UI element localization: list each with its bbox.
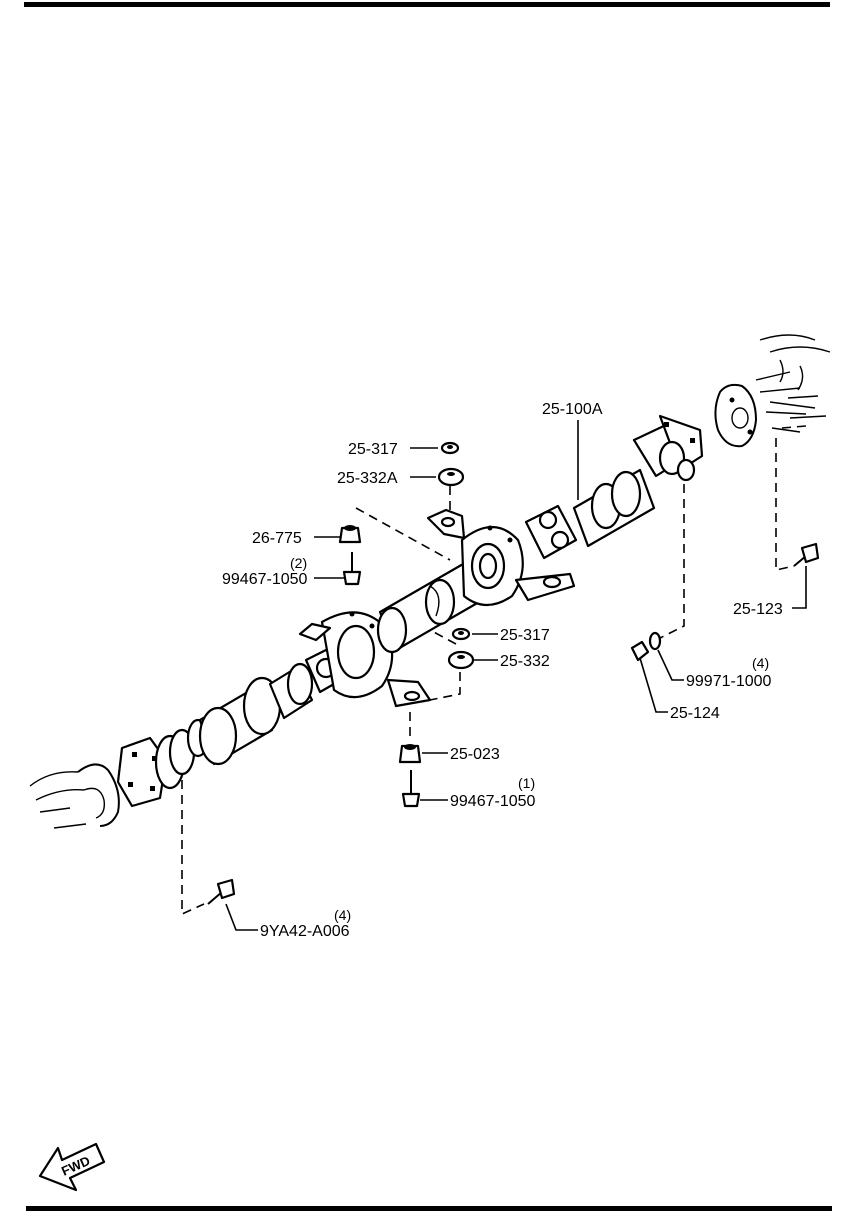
label-25-124: 25-124: [670, 705, 720, 722]
nut-25-124: [630, 640, 650, 662]
bolt-99467-1050-top: [342, 552, 362, 586]
label-25-317-top: 25-317: [348, 441, 398, 458]
label-25-100A: 25-100A: [542, 401, 603, 418]
leader-lines: [225, 420, 807, 931]
qty-9YA42-A006: (4): [334, 907, 351, 923]
bolt-99467-1050-bottom: [401, 770, 421, 808]
label-25-317-mid: 25-317: [500, 627, 550, 644]
label-25-123: 25-123: [733, 601, 783, 618]
label-9YA42-A006: 9YA42-A006: [260, 923, 350, 940]
label-25-332A: 25-332A: [337, 470, 398, 487]
nut-25-317-mid: [451, 627, 471, 641]
qty-99467-1050-bottom: (1): [518, 775, 535, 791]
qty-99971-1000: (4): [752, 655, 769, 671]
washer-25-332: [447, 650, 475, 670]
alignment-lines: [181, 425, 807, 916]
differential-outline: [714, 334, 831, 448]
bottom-border-rule: [26, 1206, 832, 1211]
nut-25-023: [398, 744, 422, 764]
transmission-outline: [29, 763, 120, 829]
fwd-direction-arrow: FWD: [38, 1142, 106, 1192]
qty-99467-1050-top: (2): [290, 555, 307, 571]
nut-26-775: [338, 525, 362, 544]
label-99467-1050-top: 99467-1050: [222, 571, 308, 588]
bolt-9YA42-A006: [207, 878, 236, 905]
label-25-023: 25-023: [450, 746, 500, 763]
propeller-shaft-assembly: [116, 414, 704, 808]
label-25-332: 25-332: [500, 653, 550, 670]
label-99971-1000: 99971-1000: [686, 673, 772, 690]
bolt-25-123: [793, 542, 820, 567]
washer-25-332A: [437, 467, 465, 487]
fastener-nut-25-317-top: [440, 441, 460, 455]
label-99467-1050-bottom: 99467-1050: [450, 793, 536, 810]
top-border-rule: [24, 2, 830, 7]
washer-99971-1000: [648, 631, 662, 651]
label-26-775: 26-775: [252, 530, 302, 547]
